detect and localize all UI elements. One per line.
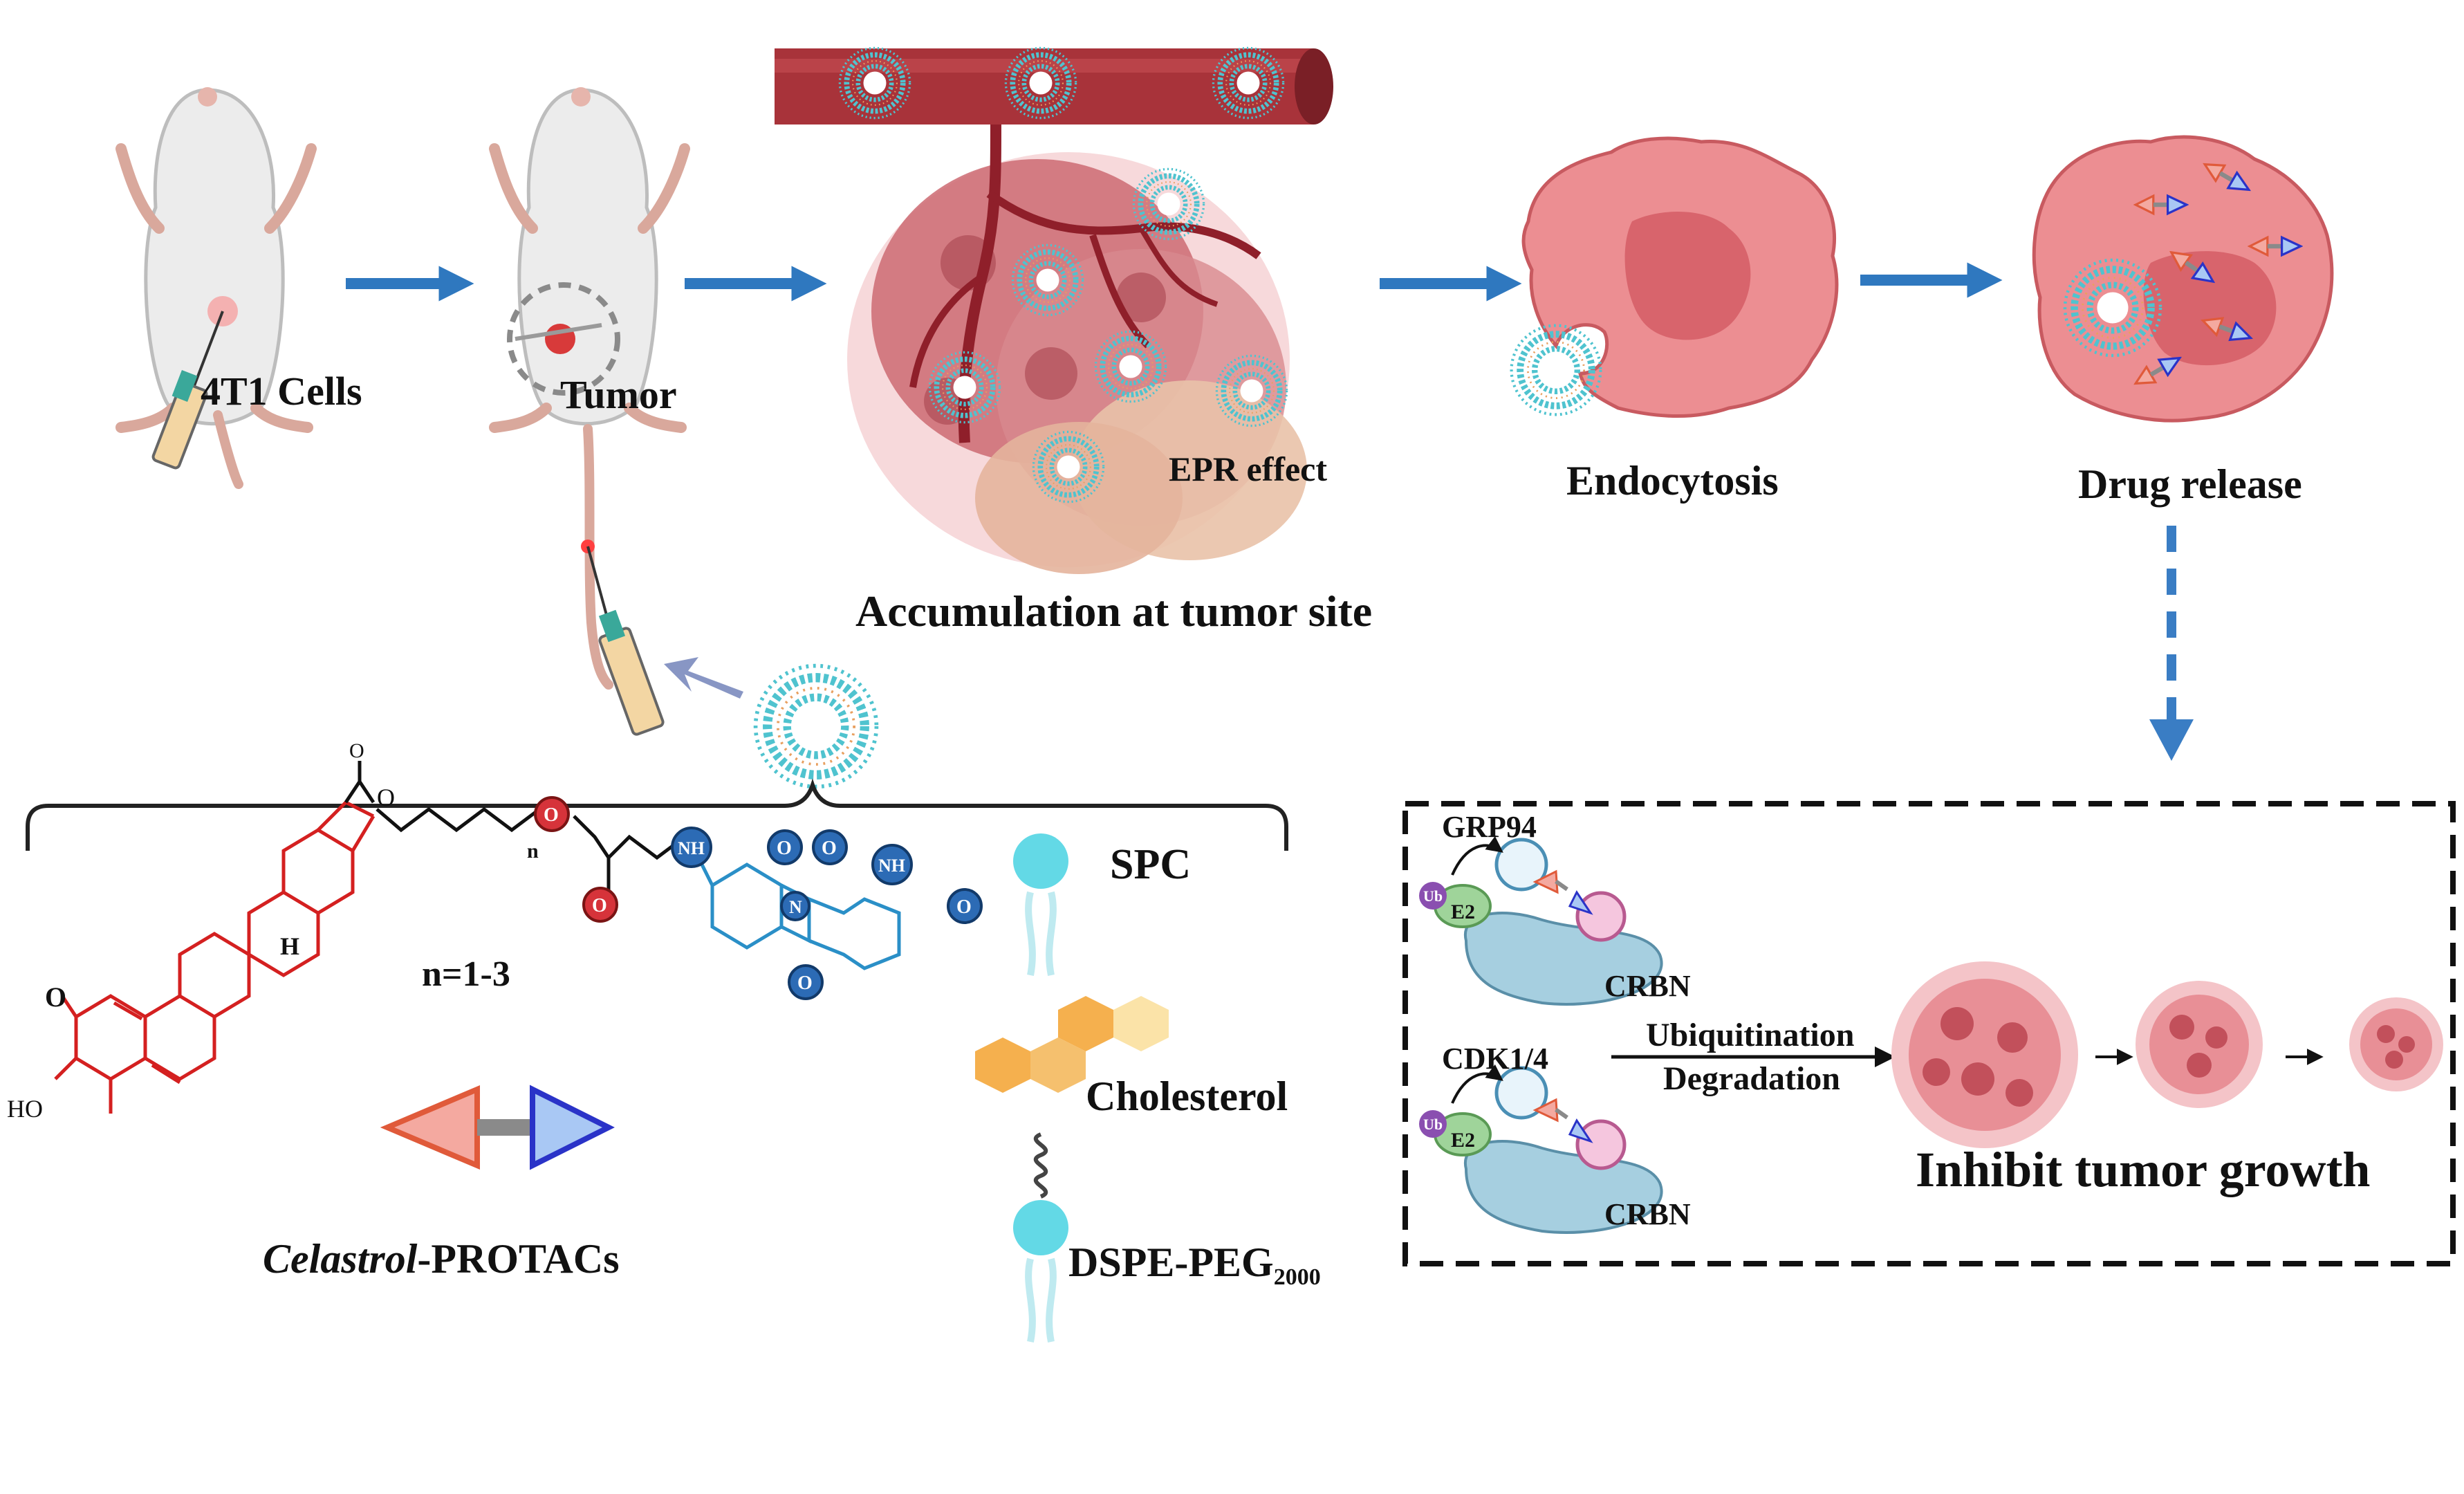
atom-label-ho: HO [7, 1095, 43, 1123]
label-ubiquitination: Ubiquitination [1646, 1017, 1854, 1053]
dashed-arrow-head [2149, 719, 2194, 761]
atom-label-o: O [797, 972, 813, 994]
atom-nh [871, 844, 913, 885]
atom-o [534, 796, 570, 832]
label-tumor: Tumor [560, 372, 677, 417]
celastrol-structure [54, 800, 376, 1114]
atom-label-o: O [777, 838, 792, 859]
atom-label-n: N [789, 897, 802, 917]
cancer-cell-icon [2032, 135, 2334, 423]
tumor-mass-icon [2136, 981, 2263, 1108]
nanoparticle-icon [756, 666, 877, 787]
protac-icon [380, 1085, 615, 1170]
label-protacs: Celastrol-PROTACs [263, 1236, 620, 1282]
lipid-icon [1013, 1132, 1068, 1343]
label-inhibit: Inhibit tumor growth [1916, 1142, 2370, 1197]
syringe-icon [151, 311, 224, 470]
atom-label-o: O [544, 804, 559, 826]
ubiquitin-ligase-icon [1419, 836, 1663, 1006]
label-drug-release: Drug release [2078, 461, 2302, 507]
mouse-icon [489, 87, 690, 690]
atom-label-h: H [280, 932, 299, 960]
atom-label-nh: NH [678, 838, 705, 858]
brace [26, 778, 1288, 851]
syringe-icon [586, 546, 665, 736]
label-grp94: GRP94 [1442, 810, 1537, 844]
label-protacs-italic: Celastrol [263, 1236, 418, 1282]
atom-label-nh: NH [878, 856, 905, 876]
atom-label-o: O [45, 981, 66, 1013]
label-accumulation: Accumulation at tumor site [855, 587, 1372, 636]
atom-label-o: O [956, 896, 972, 918]
label-cells: 4T1 Cells [201, 369, 362, 414]
label-cdk: CDK1/4 [1442, 1042, 1548, 1076]
atom-label-o: O [349, 739, 364, 762]
label-protacs-rest: -PROTACs [417, 1236, 619, 1282]
atom-label-o: O [592, 895, 607, 916]
label-crbn: CRBN [1604, 969, 1691, 1003]
tumor-mass-icon [1891, 961, 2078, 1148]
atom-o [767, 829, 803, 865]
label-dspe-sub: 2000 [1274, 1264, 1321, 1290]
ubiquitin-ligase-icon [1419, 1064, 1663, 1234]
label-cholesterol: Cholesterol [1086, 1073, 1288, 1119]
atom-nh [671, 827, 712, 868]
atom-label-o: O [822, 838, 837, 859]
cancer-cell-icon [1521, 136, 1839, 418]
label-epr: EPR effect [1169, 450, 1327, 488]
lipid-icon [1013, 833, 1068, 976]
mechanism-box [1402, 801, 2456, 1266]
tumor-mass-icon [2349, 997, 2443, 1091]
label-ub: Ub [1423, 887, 1443, 905]
label-crbn: CRBN [1604, 1197, 1691, 1231]
label-dspe-main: DSPE-PEG [1068, 1239, 1274, 1285]
label-degradation: Degradation [1663, 1060, 1840, 1097]
label-endocytosis: Endocytosis [1566, 458, 1779, 504]
label-dspe: DSPE-PEG2000 [1068, 1239, 1321, 1290]
atom-o [788, 964, 824, 1000]
linker-structure [344, 761, 686, 892]
atom-o [947, 888, 983, 924]
label-n-range: n=1-3 [422, 954, 510, 994]
label-e2: E2 [1451, 1129, 1475, 1152]
atom-o [582, 887, 618, 923]
inject-arrow [664, 657, 743, 699]
atom-label-o: O [377, 784, 395, 811]
label-spc: SPC [1110, 841, 1191, 888]
atom-o [812, 829, 848, 865]
linker-subscript: n [527, 840, 539, 863]
atom-n [780, 891, 810, 921]
label-e2: E2 [1451, 901, 1475, 923]
mouse-icon [115, 87, 317, 489]
label-ub: Ub [1423, 1116, 1443, 1133]
cholesterol-icon [975, 996, 1169, 1093]
